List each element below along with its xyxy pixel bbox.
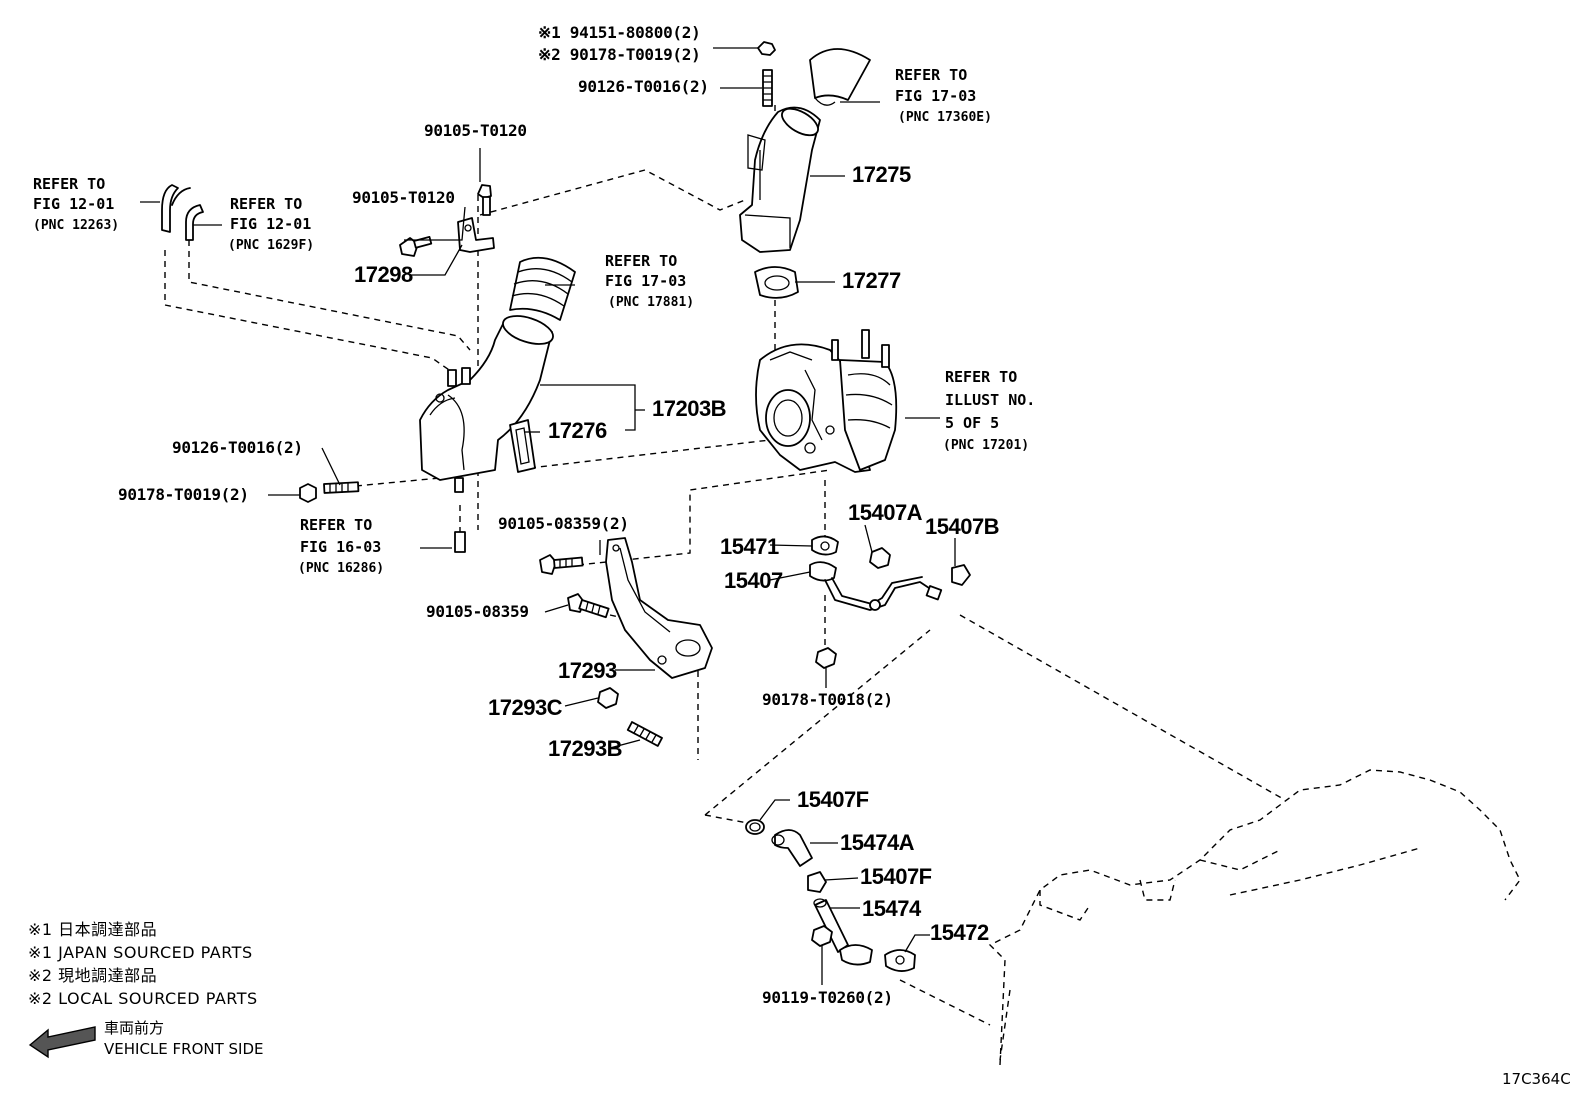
union-15407A-sketch — [869, 547, 891, 569]
clamp-15407F-a-sketch — [745, 819, 765, 835]
gasket-15472-sketch — [884, 949, 916, 972]
part-number-17293[interactable]: 17293 — [558, 658, 617, 683]
ref-pnc: (PNC 17360E) — [898, 110, 992, 125]
ref-pnc: (PNC 17881) — [608, 295, 695, 310]
part-number-17293C[interactable]: 17293C — [488, 695, 563, 720]
ref-line1: REFER TO — [33, 175, 106, 193]
bolt-90105-top-sketch — [477, 184, 492, 216]
ref-pnc: (PNC 1629F) — [228, 238, 315, 253]
gasket-17277-sketch — [754, 266, 799, 299]
bolt-90105-08359-sketch — [567, 593, 610, 619]
ref-pnc: (PNC 12263) — [33, 218, 120, 233]
part-number-17277[interactable]: 17277 — [842, 268, 901, 293]
ref-line2: FIG 16-03 — [300, 538, 382, 556]
legend-line-4: ※2 LOCAL SOURCED PARTS — [28, 989, 258, 1008]
leader-lines — [140, 47, 956, 985]
part-number-94151[interactable]: ※1 94151-80800(2) — [538, 23, 701, 42]
part-number-90178-top[interactable]: ※2 90178-T0019(2) — [538, 45, 701, 64]
hose-15474A-sketch — [771, 829, 813, 867]
part-number-90105-08359-2[interactable]: 90105-08359(2) — [498, 514, 629, 533]
gasket-15471-sketch — [811, 535, 839, 556]
ref-line3: 5 OF 5 — [945, 414, 1000, 432]
ref-line1: REFER TO — [605, 252, 678, 270]
part-number-15407A[interactable]: 15407A — [848, 500, 923, 525]
part-number-15407F-b[interactable]: 15407F — [860, 864, 932, 889]
oil-pipe-15407-sketch — [809, 561, 943, 611]
part-number-17276[interactable]: 17276 — [548, 418, 607, 443]
part-number-90105-top[interactable]: 90105-T0120 — [424, 121, 527, 140]
front-label-jp: 車両前方 — [104, 1019, 165, 1037]
hose-1629F-sketch — [185, 204, 204, 241]
part-number-17275[interactable]: 17275 — [852, 162, 911, 187]
nut-90178-T0018-sketch — [815, 647, 837, 669]
nut-17293C-sketch — [597, 687, 619, 709]
ref-line1: REFER TO — [300, 516, 373, 534]
turbocharger-17201-sketch — [755, 329, 898, 473]
part-number-15474[interactable]: 15474 — [862, 896, 921, 921]
part-number-90105-08359[interactable]: 90105-08359 — [426, 602, 529, 621]
part-number-15471[interactable]: 15471 — [720, 534, 779, 559]
part-number-15407B[interactable]: 15407B — [925, 514, 1000, 539]
ref-pnc: (PNC 16286) — [298, 561, 385, 576]
intake-hose-17881-sketch — [509, 256, 576, 321]
part-number-15474A[interactable]: 15474A — [840, 830, 915, 855]
part-number-15472[interactable]: 15472 — [930, 920, 989, 945]
ref-line2: FIG 12-01 — [33, 195, 115, 213]
ref-line1: REFER TO — [945, 368, 1018, 386]
part-number-15407F-a[interactable]: 15407F — [797, 787, 869, 812]
illustration-code: 17C364C — [1502, 1070, 1571, 1088]
front-label-en: VEHICLE FRONT SIDE — [104, 1040, 264, 1058]
union-15407B-sketch — [951, 564, 971, 586]
part-number-90119[interactable]: 90119-T0260(2) — [762, 988, 893, 1007]
legend-line-1: ※1 日本調達部品 — [28, 920, 158, 939]
exhaust-pipe-17275-sketch — [739, 106, 821, 253]
ref-pnc: (PNC 17201) — [943, 438, 1030, 453]
ref-line2: FIG 17-03 — [605, 272, 687, 290]
stud-90126-left-sketch — [323, 481, 360, 494]
bracket-17298-sketch — [457, 217, 495, 253]
part-number-17203B[interactable]: 17203B — [652, 396, 727, 421]
pipe-16286-sketch — [454, 531, 466, 553]
gasket-17276-sketch — [509, 419, 536, 473]
part-number-17293B[interactable]: 17293B — [548, 736, 623, 761]
legend-line-3: ※2 現地調達部品 — [28, 966, 158, 985]
ref-line2: ILLUST NO. — [945, 391, 1036, 409]
part-number-90126-left[interactable]: 90126-T0016(2) — [172, 438, 303, 457]
front-direction-arrow — [28, 1026, 96, 1059]
outlet-pipe-17360E-sketch — [809, 48, 871, 106]
ref-line2: FIG 12-01 — [230, 215, 312, 233]
part-number-90178-left[interactable]: 90178-T0019(2) — [118, 485, 249, 504]
part-number-15407[interactable]: 15407 — [724, 568, 783, 593]
bracket-17293-sketch — [605, 537, 713, 679]
ref-line1: REFER TO — [230, 195, 303, 213]
part-number-90178-T0018[interactable]: 90178-T0018(2) — [762, 690, 893, 709]
ref-line1: REFER TO — [895, 66, 968, 84]
ref-line2: FIG 17-03 — [895, 87, 977, 105]
stud-90126-top-sketch — [762, 69, 773, 107]
nut-94151-sketch — [757, 41, 776, 56]
hose-12263-sketch — [161, 184, 191, 233]
part-number-90105-side[interactable]: 90105-T0120 — [352, 188, 455, 207]
nut-90178-left-sketch — [299, 483, 317, 503]
bolt-90119-sketch — [811, 925, 833, 947]
clamp-15407F-b-sketch — [807, 871, 827, 893]
part-number-90126-top[interactable]: 90126-T0016(2) — [578, 77, 709, 96]
pipe-15474-sketch — [813, 898, 873, 966]
engine-block-sketch — [988, 769, 1521, 1066]
elbow-pipe-17203B-sketch — [419, 315, 554, 493]
part-number-17298[interactable]: 17298 — [354, 262, 413, 287]
stud-17293B-sketch — [626, 721, 663, 747]
bolt-90105-08359-2-sketch — [539, 554, 584, 575]
legend-line-2: ※1 JAPAN SOURCED PARTS — [28, 943, 253, 962]
